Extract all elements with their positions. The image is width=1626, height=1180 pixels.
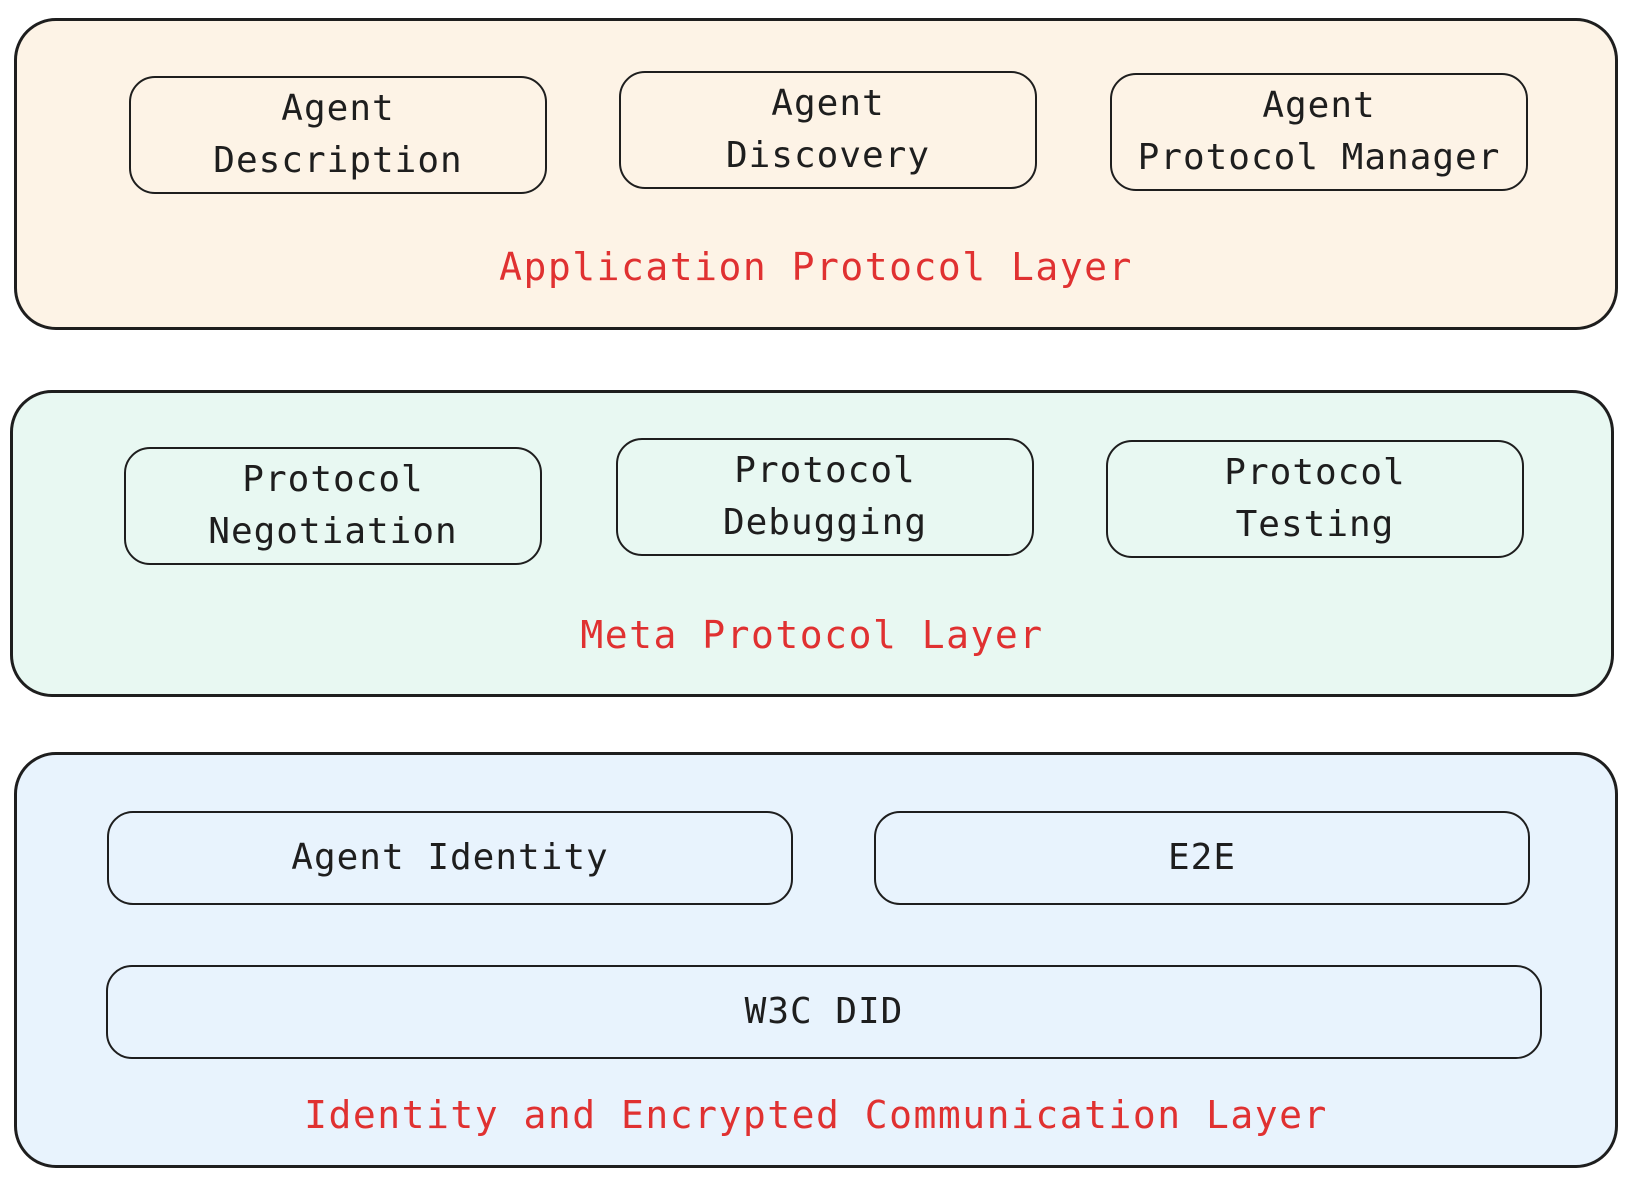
agent-description-box: Agent Description [129,76,547,194]
e2e-box: E2E [874,811,1530,905]
agent-discovery-box: Agent Discovery [619,71,1037,189]
meta-layer-label: Meta Protocol Layer [580,613,1044,657]
protocol-debugging-box: Protocol Debugging [616,438,1034,556]
identity-encrypted-communication-layer: Agent Identity E2E W3C DID Identity and … [14,752,1618,1168]
meta-protocol-layer: Protocol Negotiation Protocol Debugging … [10,390,1614,697]
w3c-did-box: W3C DID [106,965,1542,1059]
application-protocol-layer: Agent Description Agent Discovery Agent … [14,18,1618,330]
protocol-testing-box: Protocol Testing [1106,440,1524,558]
agent-identity-box: Agent Identity [107,811,793,905]
identity-layer-label: Identity and Encrypted Communication Lay… [304,1093,1328,1137]
agent-protocol-manager-box: Agent Protocol Manager [1110,73,1528,191]
protocol-negotiation-box: Protocol Negotiation [124,447,542,565]
application-layer-label: Application Protocol Layer [499,245,1133,289]
